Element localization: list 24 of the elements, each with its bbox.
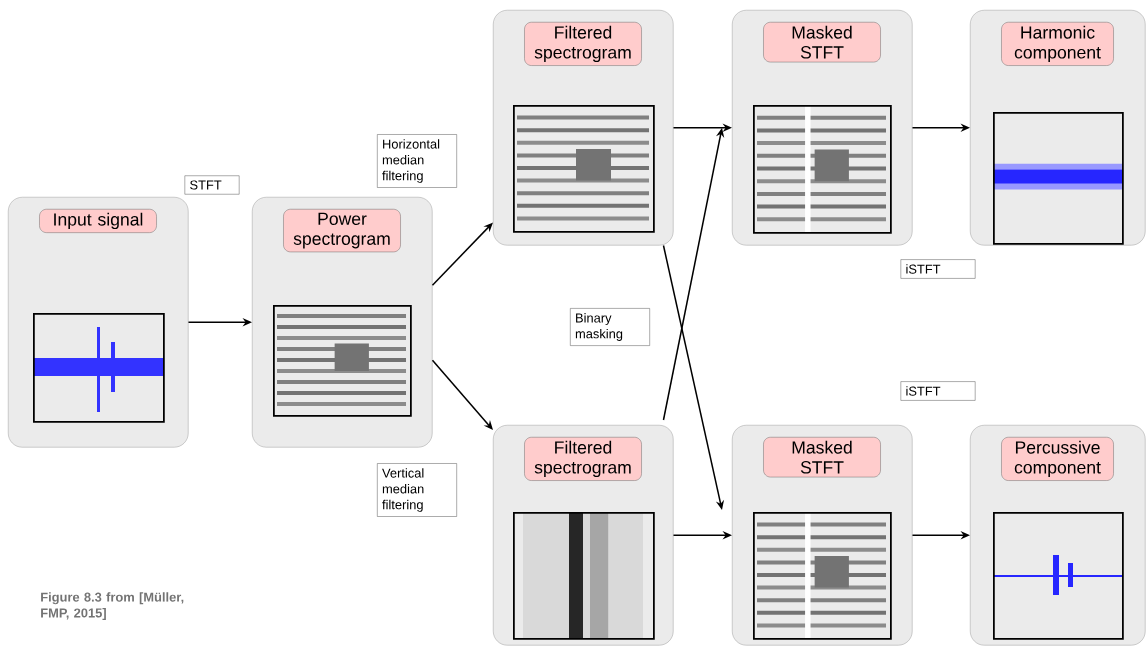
picture	[993, 112, 1124, 245]
text-box: Binary masking	[570, 308, 650, 346]
picture	[513, 512, 655, 640]
heading-box: Harmonic component	[1001, 22, 1114, 66]
picture	[273, 305, 412, 417]
heading-box: Input signal	[39, 209, 157, 233]
heading-box: Masked STFT	[763, 437, 881, 478]
heading-box: Percussive component	[1001, 437, 1114, 481]
picture	[993, 512, 1124, 640]
heading-box: Masked STFT	[763, 22, 881, 63]
heading-box: Filtered spectrogram	[524, 437, 642, 481]
text-box: iSTFT	[900, 381, 976, 401]
arrow	[431, 359, 493, 430]
caption: Figure 8.3 from [Müller, FMP, 2015]	[41, 592, 184, 621]
heading-box: Power spectrogram	[283, 209, 401, 253]
heading-box: Filtered spectrogram	[524, 22, 642, 66]
text-box: STFT	[184, 175, 240, 195]
text-box: Vertical median filtering	[377, 463, 457, 517]
text-box: iSTFT	[900, 259, 976, 279]
text-box: Horizontal median filtering	[377, 134, 457, 188]
picture	[753, 512, 892, 640]
picture	[513, 105, 655, 233]
picture	[33, 313, 165, 423]
picture	[753, 105, 892, 234]
